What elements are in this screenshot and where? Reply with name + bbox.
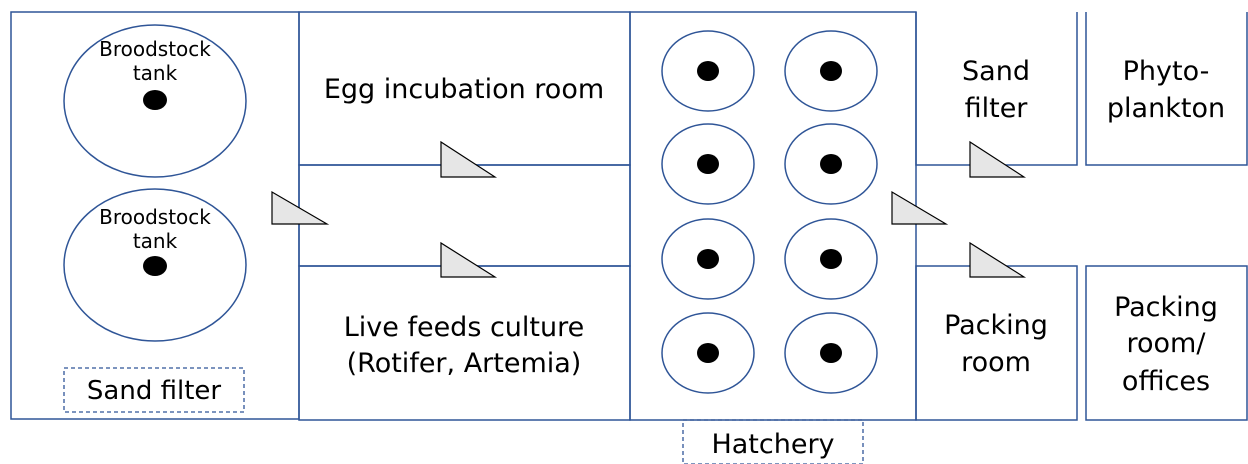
door-broodstock-icon: [271, 190, 330, 225]
hatchery-room: Hatchery: [629, 11, 917, 464]
packing-room-offices-label-line1: Packing: [1114, 292, 1218, 323]
door-markers: [271, 140, 1027, 278]
egg-incubation-room-label: Egg incubation room: [324, 74, 604, 105]
phytoplankton-label-line2: plankton: [1107, 93, 1225, 124]
hatchery-label: Hatchery: [711, 429, 834, 460]
live-feeds-culture-label-line1: Live feeds culture: [344, 312, 585, 343]
sand-filter-left-label: Sand filter: [87, 376, 221, 406]
broodstock-tank-top-label-line2: tank: [133, 61, 178, 85]
middle-rooms: Egg incubation room Live feeds culture (…: [298, 11, 631, 421]
hatchery-tank: [661, 312, 755, 394]
packing-room-offices-label-line2: room/: [1127, 328, 1207, 359]
live-feeds-culture-label-line2: (Rotifer, Artemia): [347, 348, 582, 379]
phytoplankton-room-wall: [1085, 12, 1248, 166]
packing-room-label-line1: Packing: [944, 310, 1048, 341]
live-feeds-room-wall: [298, 265, 631, 421]
hatchery-tank: [661, 30, 755, 112]
door-hatchery-icon: [891, 190, 949, 225]
broodstock-room: Broodstock tank Broodstock tank Sand fil…: [10, 11, 300, 420]
broodstock-tank-bottom-drain: [143, 256, 167, 276]
sand-filter-right-label-line1: Sand: [962, 56, 1030, 87]
broodstock-tank-bottom-label-line2: tank: [133, 229, 178, 253]
hatchery-tank: [784, 312, 878, 394]
door-sand-filter-icon: [969, 140, 1027, 178]
door-live-feeds-icon: [440, 241, 498, 278]
packing-room-offices-wall: [1085, 265, 1248, 421]
corridor-wall: [298, 164, 631, 267]
hatchery-tank: [784, 218, 878, 300]
packing-room-wall: [915, 265, 1078, 421]
door-egg-incubation-icon: [440, 140, 498, 178]
broodstock-tank-bottom-label-line1: Broodstock: [99, 205, 211, 229]
right-rooms: Sand filter Phyto- plankton Packing room…: [915, 12, 1248, 421]
phytoplankton-label-line1: Phyto-: [1123, 56, 1210, 87]
packing-room-label-line2: room: [961, 347, 1031, 378]
hatchery-tank: [784, 123, 878, 205]
hatchery-tank: [661, 218, 755, 300]
hatchery-tank: [661, 123, 755, 205]
hatchery-tank-grid: [661, 30, 878, 394]
broodstock-tank-top-label-line1: Broodstock: [99, 37, 211, 61]
broodstock-tank-top-drain: [143, 90, 167, 110]
sand-filter-right-label-line2: filter: [965, 93, 1029, 124]
hatchery-tank: [784, 30, 878, 112]
packing-room-offices-label-line3: offices: [1122, 366, 1210, 397]
sand-filter-room-wall: [915, 12, 1078, 166]
door-packing-room-icon: [969, 241, 1027, 278]
